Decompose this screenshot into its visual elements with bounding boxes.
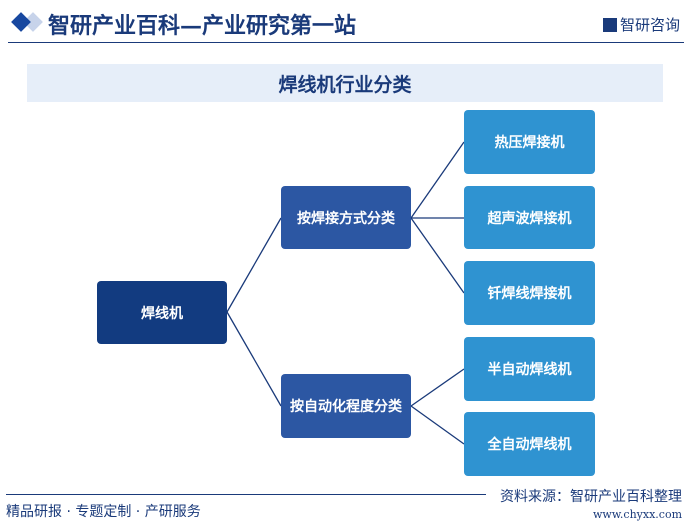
connector-line [226, 311, 282, 407]
leaf-node: 全自动焊线机 [464, 412, 595, 476]
connector-line [410, 141, 465, 219]
connector-line [410, 217, 465, 294]
group-node-automation: 按自动化程度分类 [281, 374, 411, 438]
diagram-title: 焊线机行业分类 [27, 64, 663, 102]
footer-services: 精品研报 · 专题定制 · 产研服务 [6, 504, 201, 520]
root-node: 焊线机 [97, 281, 227, 344]
footer-divider [6, 494, 486, 495]
connector-line [226, 217, 282, 313]
connector-line [410, 405, 465, 445]
logo-text: 智研咨询 [619, 16, 680, 34]
footer-url[interactable]: www.chyxx.com [592, 508, 682, 521]
logo-icon [602, 17, 617, 32]
brand-logo: 智研咨询 [602, 14, 680, 35]
header-divider [8, 42, 684, 43]
leaf-node: 热压焊接机 [464, 110, 595, 174]
leaf-node: 半自动焊线机 [464, 337, 595, 401]
group-node-welding-method: 按焊接方式分类 [281, 186, 411, 249]
page-title: 智研产业百科—产业研究第一站 [48, 13, 357, 39]
leaf-node: 钎焊线焊接机 [464, 261, 595, 325]
leaf-node: 超声波焊接机 [464, 186, 595, 249]
connector-line [410, 368, 465, 407]
footer-source: 资料来源：智研产业百科整理 [500, 489, 682, 505]
